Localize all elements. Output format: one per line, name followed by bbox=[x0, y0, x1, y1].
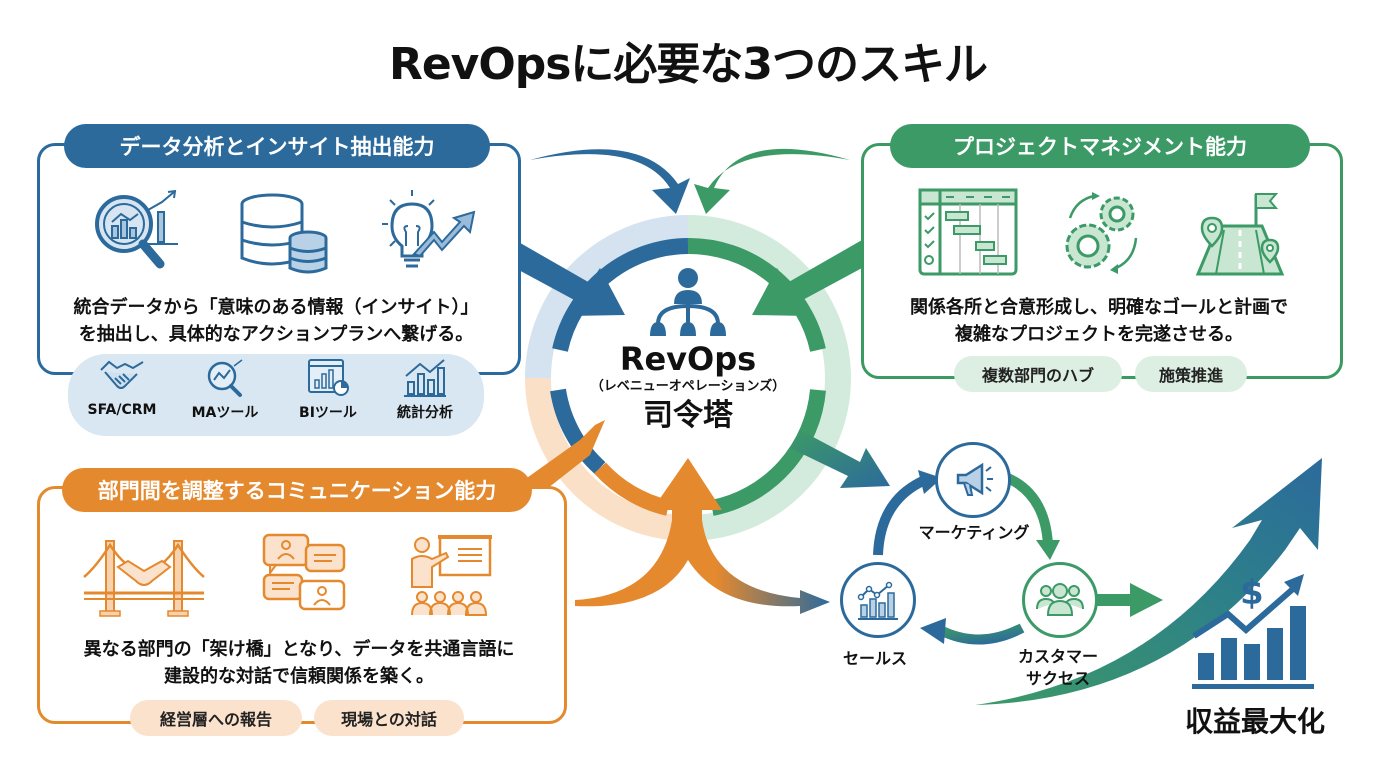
label-line-2: サクセス bbox=[1025, 669, 1090, 688]
megaphone-icon bbox=[956, 462, 993, 496]
arrow-revenue-growth bbox=[975, 458, 1322, 705]
dollar-sign: $ bbox=[1240, 573, 1264, 613]
tag-initiative-promotion: 施策推進 bbox=[1135, 356, 1247, 392]
cycle-arrow-cs-to-sales bbox=[937, 623, 1025, 645]
presentation-icon bbox=[411, 535, 492, 616]
database-icon bbox=[240, 193, 328, 274]
roadmap-flag-icon bbox=[1195, 193, 1285, 276]
cycle-arrow-sales-to-marketing bbox=[873, 475, 928, 556]
arrow-green-top bbox=[694, 148, 850, 214]
cycle-label-marketing: マーケティング bbox=[918, 523, 1030, 542]
description-line-2: を抽出し、具体的なアクションプランへ繋げる。 bbox=[78, 324, 474, 345]
bridge-handshake-icon bbox=[83, 540, 205, 617]
sales-chart-icon bbox=[857, 581, 898, 620]
tool-label: 統計分析 bbox=[397, 405, 453, 421]
tool-bi: BIツール bbox=[283, 358, 373, 422]
description-line-1: 統合データから「意味のある情報（インサイト）」 bbox=[73, 297, 479, 318]
tool-label: SFA/CRM bbox=[87, 402, 157, 418]
lightbulb-growth-icon bbox=[382, 190, 476, 268]
people-group-icon bbox=[1036, 583, 1084, 616]
arrow-to-cycle bbox=[790, 430, 890, 488]
description-line-1: 異なる部門の「架け橋」となり、データを共通言語に bbox=[83, 639, 515, 660]
cycle-node-marketing bbox=[935, 442, 1011, 518]
arrow-blue-top bbox=[530, 149, 690, 214]
tag-multi-department-hub: 複数部門のハブ bbox=[954, 356, 1122, 392]
label-line-1: カスタマー bbox=[1017, 647, 1098, 666]
center-ring bbox=[525, 215, 851, 541]
tag-report-to-management: 経営層への報告 bbox=[130, 700, 302, 736]
magnifier-chart-icon bbox=[95, 189, 178, 269]
tool-label: BIツール bbox=[299, 405, 357, 421]
dashboard-chart-icon bbox=[308, 359, 349, 396]
tool-statistics: 統計分析 bbox=[380, 358, 470, 422]
bar-chart-trend-icon bbox=[404, 359, 446, 397]
cycle-label-sales: セールス bbox=[842, 649, 907, 668]
center-hub: RevOps （レベニューオペレーションズ） 司令塔 bbox=[568, 340, 808, 436]
arrow-cs-to-outcome bbox=[1085, 583, 1163, 617]
outcome-label: 収益最大化 bbox=[1184, 705, 1325, 738]
tool-sfa-crm: SFA/CRM bbox=[77, 358, 167, 418]
skill-title-project-management: プロジェクトマネジメント能力 bbox=[890, 124, 1310, 168]
magnifier-trend-icon bbox=[207, 359, 243, 397]
center-title: RevOps bbox=[619, 340, 757, 378]
arrow-orange-up bbox=[575, 458, 830, 614]
tool-label: MAツール bbox=[191, 405, 259, 421]
handshake-icon bbox=[100, 360, 144, 389]
cycle-node-sales bbox=[840, 562, 916, 638]
center-subtitle: （レベニューオペレーションズ） bbox=[590, 379, 786, 394]
revenue-growth-icon: $ bbox=[1192, 573, 1314, 689]
page-title: RevOpsに必要な3つのスキル bbox=[388, 39, 988, 90]
tag-dialogue-with-frontline: 現場との対話 bbox=[314, 700, 464, 736]
skill-description-project-management: 関係各所と合意形成し、明確なゴールと計画で 複雑なプロジェクトを完遂させる。 bbox=[864, 294, 1334, 348]
skill-title-communication: 部門間を調整するコミュニケーション能力 bbox=[62, 468, 532, 512]
center-role: 司令塔 bbox=[643, 398, 733, 433]
skill-description-communication: 異なる部門の「架け橋」となり、データを共通言語に 建設的な対話で信頼関係を築く。 bbox=[40, 636, 558, 690]
cycle-label-customer-success: カスタマー サクセス bbox=[998, 646, 1118, 690]
gears-cycle-icon bbox=[1065, 192, 1138, 274]
description-line-2: 建設的な対話で信頼関係を築く。 bbox=[164, 666, 434, 687]
description-line-2: 複雑なプロジェクトを完遂させる。 bbox=[955, 324, 1243, 345]
tool-ma: MAツール bbox=[180, 358, 270, 422]
org-hierarchy-icon bbox=[650, 268, 726, 336]
arrow-green-right bbox=[752, 240, 862, 316]
gantt-chart-icon bbox=[918, 188, 1018, 276]
chat-bubbles-icon bbox=[262, 533, 346, 611]
skill-description-data-analysis: 統合データから「意味のある情報（インサイト）」 を抽出し、具体的なアクションプラ… bbox=[40, 294, 512, 348]
cycle-node-customer-success bbox=[1022, 562, 1098, 638]
skill-title-data-analysis: データ分析とインサイト抽出能力 bbox=[64, 124, 490, 168]
description-line-1: 関係各所と合意形成し、明確なゴールと計画で bbox=[910, 297, 1288, 318]
arrow-blue-left bbox=[515, 240, 625, 316]
